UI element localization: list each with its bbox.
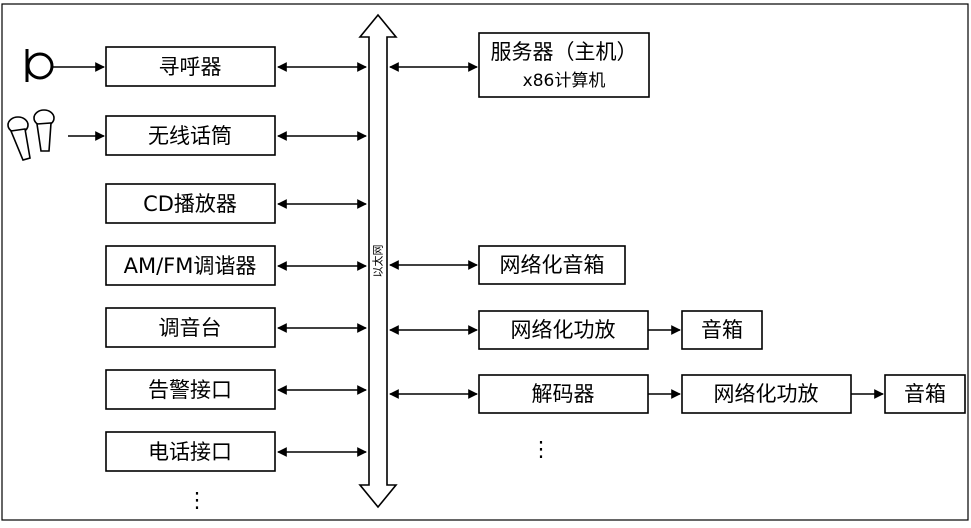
left-device-wireless-mic: 无线话筒 bbox=[105, 115, 276, 156]
decoder-amp-box: 网络化功放 bbox=[681, 374, 852, 414]
tuner-label: AM/FM调谐器 bbox=[124, 254, 257, 278]
left-ellipsis: ⋮ bbox=[187, 488, 208, 512]
network-amp-box: 网络化功放 bbox=[478, 310, 649, 350]
left-device-tuner: AM/FM调谐器 bbox=[105, 245, 276, 286]
decoder-amp-label: 网络化功放 bbox=[714, 382, 819, 406]
microphone-stand-icon bbox=[25, 49, 54, 82]
phone-interface-label: 电话接口 bbox=[148, 440, 232, 464]
left-device-pager: 寻呼器 bbox=[105, 46, 276, 87]
network-speaker-box: 网络化音箱 bbox=[478, 245, 626, 285]
left-device-cd-player: CD播放器 bbox=[105, 183, 276, 224]
decoder-speaker-box: 音箱 bbox=[884, 374, 966, 414]
left-device-alarm-interface: 告警接口 bbox=[105, 369, 276, 410]
ethernet-bus-label: 以太网 bbox=[372, 245, 385, 278]
decoder-speaker-label: 音箱 bbox=[904, 382, 946, 406]
ethernet-bus bbox=[358, 13, 398, 509]
left-device-mixer: 调音台 bbox=[105, 307, 276, 348]
cd-player-label: CD播放器 bbox=[143, 192, 237, 216]
handheld-microphones-icon bbox=[7, 109, 55, 161]
network-amp-label: 网络化功放 bbox=[511, 318, 616, 342]
server-subtitle: x86计算机 bbox=[523, 71, 606, 91]
network-speaker-label: 网络化音箱 bbox=[500, 253, 605, 277]
decoder-label: 解码器 bbox=[532, 382, 595, 406]
wireless-mic-label: 无线话筒 bbox=[148, 124, 232, 148]
alarm-interface-label: 告警接口 bbox=[148, 378, 232, 402]
left-device-phone-interface: 电话接口 bbox=[105, 431, 276, 472]
outer-frame bbox=[1, 3, 969, 521]
server-box: 服务器（主机） x86计算机 bbox=[478, 32, 650, 98]
amp-speaker-label: 音箱 bbox=[701, 318, 743, 342]
amp-speaker-box: 音箱 bbox=[681, 310, 763, 350]
server-title: 服务器（主机） bbox=[491, 40, 638, 64]
pager-label: 寻呼器 bbox=[159, 55, 222, 79]
right-ellipsis: ⋮ bbox=[531, 437, 552, 461]
mixer-label: 调音台 bbox=[159, 316, 222, 340]
decoder-box: 解码器 bbox=[478, 374, 649, 414]
